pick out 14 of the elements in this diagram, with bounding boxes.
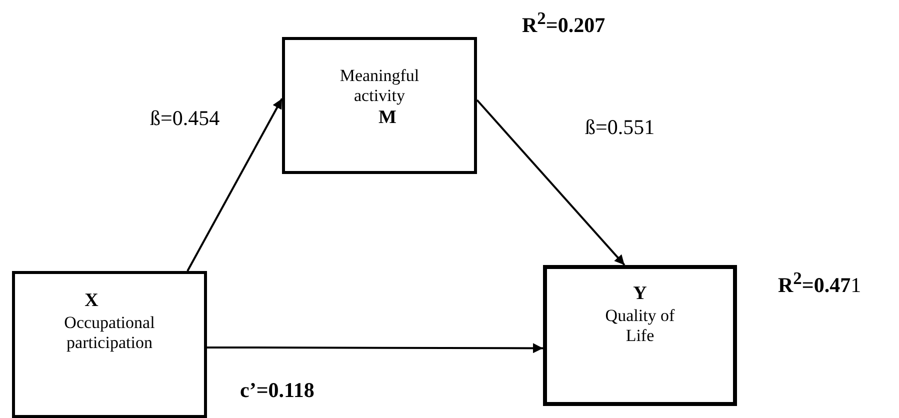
arrow <box>207 343 543 354</box>
r-squared-value: R$^{2}$=0.471 <box>778 268 862 298</box>
arrow <box>476 99 626 266</box>
r-squared-value: R$^{2}$=0.207 <box>522 8 606 38</box>
variable-name: Occupational participation <box>63 312 156 354</box>
variable-box <box>12 271 207 418</box>
variable-name: Quality of Life <box>604 306 676 347</box>
variable-letter: M <box>378 106 396 130</box>
arrow <box>186 98 283 272</box>
variable-box <box>282 37 477 174</box>
variable-name: Meaningful activity <box>338 66 420 107</box>
variable-letter: X <box>84 290 98 313</box>
variable-box <box>543 265 737 406</box>
variable-letter: Y <box>633 283 647 306</box>
